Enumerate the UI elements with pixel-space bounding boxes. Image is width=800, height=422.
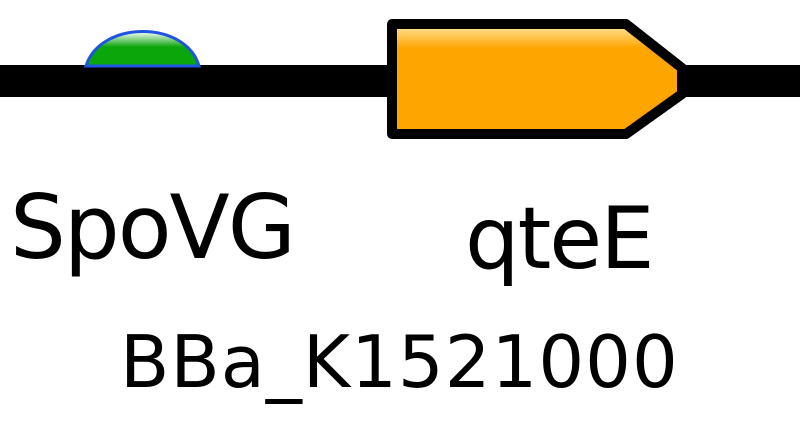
rbs-symbol [83,30,201,68]
cds-symbol [387,19,687,139]
cds-label: qteE [465,189,655,289]
coding-sequence-arrow-icon [387,19,687,139]
rbs-label: SpoVG [10,176,296,279]
part-id-label: BBa_K1521000 [120,320,679,404]
ribosome-binding-site-icon [83,30,201,68]
